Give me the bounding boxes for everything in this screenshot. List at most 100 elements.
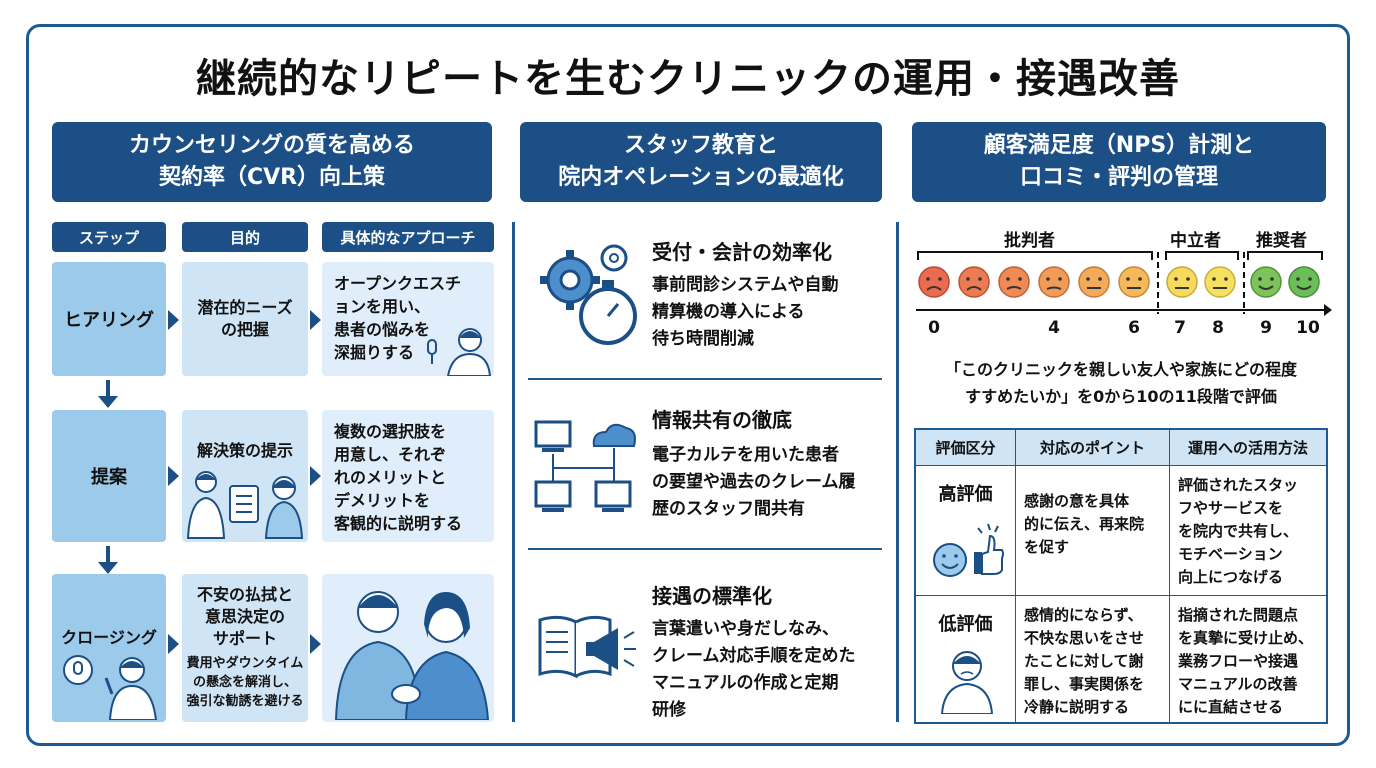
handshake-illustration-icon: [334, 591, 490, 720]
face-unhappy-icon: [958, 266, 990, 298]
cell-line: 向上につなげる: [1178, 568, 1284, 586]
staff-item-title: 接遇の標準化: [652, 584, 772, 608]
approach-line: 用意し、それぞ: [334, 445, 447, 464]
woman-microphone-icon: [427, 328, 492, 376]
goal-sub-line: の懸念を解消し、: [192, 675, 297, 690]
staff-text-line: 待ち時間削減: [652, 329, 754, 349]
face-unhappy-icon: [998, 266, 1030, 298]
staff-text-line: クレーム対応手順を定めた: [652, 646, 856, 666]
face-happy-icon: [1250, 266, 1282, 298]
doctor-speaking-icon: [63, 655, 158, 720]
table-header: 運用への活用方法: [1170, 430, 1326, 466]
label-promoters: 推奨者: [1256, 231, 1307, 251]
sad-person-icon: [940, 651, 994, 714]
item-divider: [528, 378, 882, 380]
network-cloud-icon: [534, 420, 636, 512]
scale-label: 4: [1048, 318, 1060, 338]
face-neutral-icon: [1118, 266, 1150, 298]
scale-label: 7: [1174, 318, 1186, 338]
cell-line: 的に伝え、再来院: [1024, 515, 1145, 533]
goal-line: 解決策の提示: [196, 441, 293, 460]
arrow-down: [98, 546, 118, 574]
manual-megaphone-icon: [538, 615, 636, 679]
face-displeased-icon: [1038, 266, 1070, 298]
face-happy-icon: [1288, 266, 1320, 298]
cell-line: モチベーション: [1178, 545, 1283, 563]
nps-question-line: すすめたいか」を0から10の11段階で評価: [965, 387, 1277, 406]
scale-label: 6: [1128, 318, 1140, 338]
table-cell-low-point: 感情的にならず、 不快な思いをさせ たことに対して謝 罪し、事実関係を 冷静に説…: [1016, 596, 1170, 722]
section-header-line: 顧客満足度（NPS）計測と: [983, 133, 1255, 158]
arrow-right: [310, 310, 321, 330]
cell-line: 冷静に説明する: [1024, 698, 1130, 716]
table-cell-high-use: 評価されたスタッ フやサービスを を院内で共有し、 モチベーション 向上につなげ…: [1170, 466, 1326, 596]
section-header-line: 口コミ・評判の管理: [1019, 165, 1218, 190]
scale-label: 8: [1212, 318, 1224, 338]
scale-label: 10: [1296, 318, 1320, 338]
section-header-nps: 顧客満足度（NPS）計測と 口コミ・評判の管理: [912, 122, 1326, 202]
arrow-right: [168, 634, 179, 654]
header-goal: 目的: [182, 222, 308, 252]
approach-proposal: 複数の選択肢を 用意し、それぞ れのメリットと デメリットを 客観的に説明する: [322, 410, 494, 542]
table-row-high: 高評価: [916, 466, 1016, 596]
cell-line: を院内で共有し、: [1178, 522, 1299, 540]
nps-scale-graphic: [916, 251, 1332, 316]
staff-text-line: 言葉遣いや身だしなみ、: [652, 619, 839, 639]
rating-label-high: 高評価: [938, 484, 993, 505]
arrow-right: [310, 466, 321, 486]
approach-line: 深掘りする: [334, 343, 415, 362]
section-header-counseling: カウンセリングの質を高める 契約率（CVR）向上策: [52, 122, 492, 202]
goal-line: 不安の払拭と: [196, 585, 293, 604]
staff-text-line: 精算機の導入による: [652, 302, 805, 322]
cell-line: を促す: [1024, 538, 1070, 556]
gear-stopwatch-icon: [540, 244, 637, 345]
table-header: 評価区分: [916, 430, 1016, 466]
staff-text-line: 電子カルテを用いた患者: [652, 445, 839, 465]
staff-text-line: 研修: [652, 700, 686, 720]
arrow-right: [310, 634, 321, 654]
table-cell-low-use: 指摘された問題点 を真摯に受け止め、 業務フローや接遇 マニュアルの改善 にに直…: [1170, 596, 1326, 722]
cell-line: を真摯に受け止め、: [1178, 629, 1314, 647]
staff-text-line: の要望や過去のクレーム履: [652, 472, 856, 492]
approach-line: 患者の悩みを: [334, 320, 431, 339]
approach-line: 客観的に説明する: [334, 514, 463, 533]
table-header: 対応のポイント: [1016, 430, 1170, 466]
goal-closing: 不安の払拭と 意思決定の サポート 費用やダウンタイム の懸念を解消し、 強引な…: [182, 574, 308, 722]
approach-line: れのメリットと: [334, 468, 447, 487]
scale-label: 9: [1260, 318, 1272, 338]
item-divider: [528, 548, 882, 550]
cell-line: にに直結させる: [1178, 698, 1284, 716]
table-row-low: 低評価: [916, 596, 1016, 722]
section-header-line: スタッフ教育と: [623, 133, 778, 158]
cell-line: 感謝の意を具体: [1024, 492, 1130, 510]
goal-line: 意思決定の: [204, 607, 285, 626]
arrow-right: [168, 310, 179, 330]
staff-text-line: 事前問診システムや自動: [652, 275, 839, 295]
goal-sub-line: 費用やダウンタイム: [186, 656, 304, 671]
step-hearing: ヒアリング: [52, 262, 166, 376]
face-displeased-icon: [1078, 266, 1110, 298]
column-divider: [896, 222, 899, 722]
goal-line: 潜在的ニーズ: [197, 298, 293, 317]
approach-line: オープンクエスチ: [334, 274, 462, 293]
goal-line: サポート: [212, 629, 277, 648]
cell-line: フやサービスを: [1178, 499, 1284, 517]
nps-response-table: 評価区分 対応のポイント 運用への活用方法 高評価 感謝の意を具体 的に伝え、再…: [914, 428, 1328, 724]
staff-item-title: 受付・会計の効率化: [652, 240, 832, 264]
section-header-line: 院内オペレーションの最適化: [558, 165, 844, 190]
staff-item-text: 電子カルテを用いた患者 の要望や過去のクレーム履 歴のスタッフ間共有: [652, 442, 856, 523]
face-neutral-icon: [1166, 266, 1198, 298]
cell-line: マニュアルの改善: [1178, 675, 1298, 693]
approach-line: デメリットを: [334, 491, 431, 510]
staff-item-title: 情報共有の徹底: [652, 408, 792, 432]
cell-line: 感情的にならず、: [1024, 606, 1143, 624]
header-step: ステップ: [52, 222, 166, 252]
nps-question: 「このクリニックを親しい友人や家族にどの程度 すすめたいか」を0から10の11段…: [912, 356, 1330, 410]
face-neutral-icon: [1204, 266, 1236, 298]
section-header-staff: スタッフ教育と 院内オペレーションの最適化: [520, 122, 882, 202]
page-title: 継続的なリピートを生むクリニックの運用・接遇改善: [196, 56, 1180, 102]
smile-thumbs-up-icon: [933, 523, 1004, 577]
staff-text-line: 歴のスタッフ間共有: [652, 499, 805, 519]
rating-label-low: 低評価: [938, 614, 993, 635]
staff-text-line: マニュアルの作成と定期: [652, 673, 839, 693]
